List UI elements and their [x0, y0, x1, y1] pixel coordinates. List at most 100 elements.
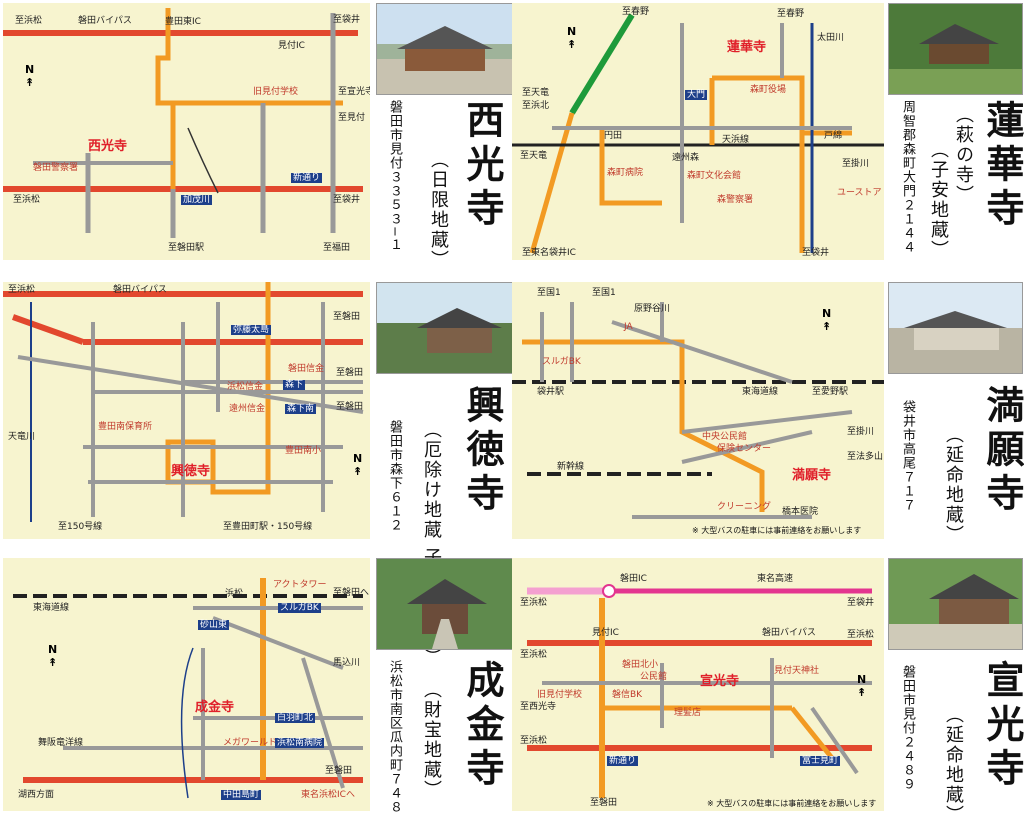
- map-label: 豊田南保育所: [98, 422, 153, 432]
- map-label: 至浜松: [520, 598, 548, 608]
- map-label: 加茂川: [181, 195, 213, 205]
- map-label: 至春野: [777, 9, 805, 19]
- map-label: 太田川: [817, 33, 845, 43]
- map-label: 至愛野駅: [812, 387, 849, 397]
- map-label: 中田島町: [221, 790, 262, 800]
- map-label: 森警察署: [717, 195, 754, 205]
- map-label: クリーニング: [717, 502, 772, 512]
- map-label: 磐田警察署: [33, 163, 79, 173]
- map-label: 見付IC: [592, 628, 619, 638]
- map-kotokuji-roads: [3, 282, 364, 522]
- map-label: 遠州信金: [229, 404, 266, 414]
- map-label: 至150号線: [58, 522, 103, 532]
- map-label: 磐信BK: [612, 690, 643, 700]
- map-label: 磐田IC: [620, 574, 647, 584]
- map-label: 新通り: [291, 173, 323, 183]
- north-arrow-icon: N↟: [857, 673, 867, 699]
- temple-address: 磐田市見付３３５３−１: [387, 100, 402, 252]
- bus-note: ※ 大型バスの駐車には事前連絡をお願いします: [707, 799, 877, 808]
- map-label: 至国1: [537, 288, 561, 298]
- map-label: 森町文化会館: [687, 171, 742, 181]
- temple-title: 興徳寺: [460, 385, 505, 517]
- map-label: 橋本医院: [782, 507, 819, 517]
- map-label: ユーストア: [837, 188, 882, 198]
- temple-jizo: （日限地蔵）: [428, 150, 449, 270]
- map-label: 湖西方面: [18, 790, 55, 800]
- north-arrow-icon: N↟: [48, 643, 58, 669]
- map-label: スルガBK: [542, 357, 581, 367]
- map-label: 至浜松: [847, 630, 875, 640]
- map-temple-marker: 蓮華寺: [727, 40, 767, 55]
- map-label: 森下南: [285, 404, 317, 414]
- map-label: 磐田バイパス: [78, 16, 132, 26]
- map-label: 至浜松: [520, 736, 548, 746]
- temple-address: 浜松市南区瓜内町７４８: [387, 660, 402, 814]
- map-label: 至見付: [338, 113, 366, 123]
- map-label: 至袋井: [333, 195, 361, 205]
- map-label: 見付天神社: [774, 666, 820, 676]
- map-temple-marker: 西光寺: [88, 139, 128, 154]
- map-rengeji-roads: [512, 13, 884, 254]
- map-label: 至磐田: [325, 766, 353, 776]
- map-kotokuji: N↟ 至浜松 磐田バイパス 至磐田 弥藤太島 磐田信金 至磐田 浜松信金 森下 …: [3, 282, 370, 539]
- bus-note: ※ 大型バスの駐車には事前連絡をお願いします: [692, 526, 862, 535]
- map-label: 円田: [604, 131, 623, 141]
- temple-jizo: （延命地蔵）: [943, 425, 964, 545]
- map-label: 理髪店: [674, 708, 702, 718]
- map-label: 原野谷川: [634, 304, 671, 314]
- temple-address: 袋井市高尾７１７: [900, 400, 915, 512]
- map-label: 豊田東IC: [165, 17, 201, 27]
- map-label: 天浜線: [722, 135, 750, 145]
- map-label: 磐田バイパス: [762, 628, 816, 638]
- temple-jizo: （子安地蔵）: [928, 140, 949, 260]
- temple-photo-saikoji: [376, 3, 514, 95]
- map-label: 至浜松: [13, 195, 41, 205]
- temple-address: 磐田市見付２４８９: [900, 665, 915, 791]
- map-rengeji: N↟ 至春野 至春野 太田川 蓮華寺 至天竜 至浜北 大門 森町役場 円田 天浜…: [512, 3, 884, 260]
- map-label: 至法多山: [847, 452, 884, 462]
- map-label: 至袋井: [333, 15, 361, 25]
- temple-jizo: （財宝地蔵）: [421, 680, 442, 800]
- map-label: 大門: [685, 90, 708, 100]
- map-label: 至袋井: [847, 598, 875, 608]
- map-manganji-roads: [512, 302, 884, 519]
- map-label: 馬込川: [333, 658, 361, 668]
- map-manganji: N↟ 至国1 至国1 原野谷川 JA スルガBK 袋井駅 東海道線 至愛野駅 至…: [512, 282, 884, 539]
- map-label: 至国1: [592, 288, 616, 298]
- map-label: 至袋井: [802, 248, 830, 258]
- map-label: 至磐田駅: [168, 243, 205, 253]
- temple-title: 成金寺: [460, 660, 505, 792]
- temple-title: 蓮華寺: [980, 100, 1024, 232]
- map-label: 東海道線: [742, 387, 779, 397]
- temple-photo-kotokuji: [376, 282, 514, 374]
- map-label: 天竜川: [8, 432, 36, 442]
- temple-address: 磐田市森下６１２: [387, 420, 402, 532]
- map-label: 浜松: [225, 589, 244, 599]
- map-label: 磐田信金: [288, 364, 325, 374]
- map-temple-marker: 宣光寺: [700, 674, 740, 689]
- map-label: 戸綿: [824, 131, 843, 141]
- map-label: 新幹線: [557, 462, 585, 472]
- map-label: 東名高速: [757, 574, 794, 584]
- map-label: 袋井駅: [537, 387, 565, 397]
- north-arrow-icon: N↟: [353, 452, 363, 478]
- map-senkoji-roads: [527, 584, 872, 798]
- map-senkoji: N↟ 磐田IC 東名高速 至浜松 至袋井 至浜松 見付IC 磐田バイパス 至浜松…: [512, 558, 884, 811]
- temple-subtitle: （萩の寺）: [953, 105, 974, 205]
- map-saikoji-roads: [3, 8, 363, 238]
- map-label: 至春野: [622, 7, 650, 17]
- map-label: 至豊田町駅・150号線: [223, 522, 313, 532]
- north-arrow-icon: N↟: [567, 25, 577, 51]
- map-label: 保険センター: [717, 444, 772, 454]
- map-label: 至東名袋井IC: [522, 248, 576, 258]
- map-label: 遠州森: [672, 153, 700, 163]
- map-label: 新通り: [607, 756, 639, 766]
- map-label: 富士見町: [800, 756, 841, 766]
- map-label: 弥藤太島: [231, 325, 272, 335]
- map-temple-marker: 満願寺: [792, 468, 832, 483]
- map-label: 浜松信金: [227, 382, 264, 392]
- map-label: メガワールド: [223, 738, 278, 748]
- temple-jizo: （厄除け地蔵 子育て地蔵）: [421, 420, 442, 668]
- temple-photo-jokinji: [376, 558, 514, 650]
- map-label: 森町病院: [607, 168, 644, 178]
